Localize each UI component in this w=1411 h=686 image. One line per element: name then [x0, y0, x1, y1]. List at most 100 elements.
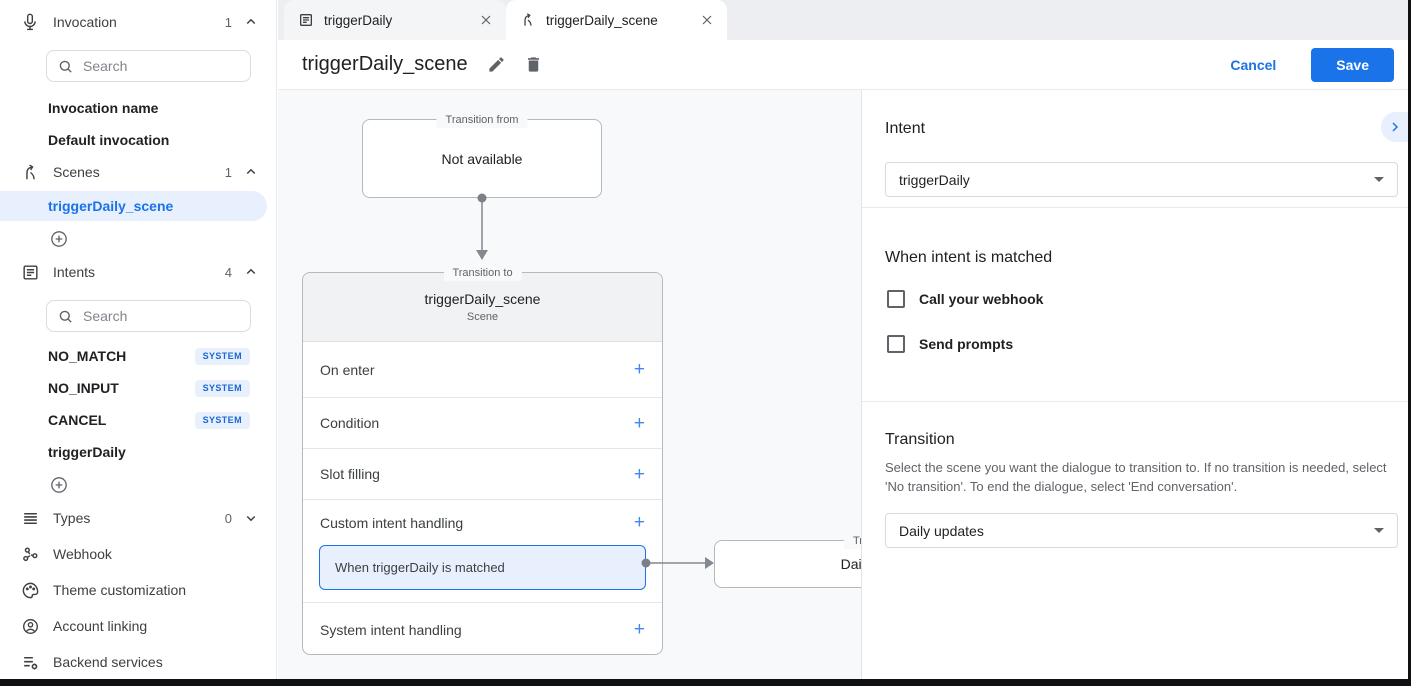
sidebar-item-default-invocation[interactable]: Default invocation: [48, 132, 170, 148]
sidebar-section-scenes[interactable]: Scenes 1: [20, 160, 260, 184]
scene-row-slot-filling[interactable]: Slot filling +: [303, 448, 662, 499]
checkbox-label: Send prompts: [919, 336, 1014, 352]
sidebar: Invocation 1 Invocation name Default inv…: [0, 0, 277, 679]
add-icon[interactable]: +: [633, 412, 645, 434]
intent-heading: Intent: [885, 120, 926, 137]
intent-row-no-match[interactable]: NO_MATCH SYSTEM: [48, 345, 250, 367]
collapse-panel-button[interactable]: [1381, 112, 1408, 142]
close-icon[interactable]: [478, 12, 494, 28]
scene-row-condition[interactable]: Condition +: [303, 397, 662, 448]
intent-handler-chip-selected[interactable]: When triggerDaily is matched: [319, 545, 646, 590]
transition-target-value: Daily updates: [840, 556, 861, 572]
sidebar-section-account-linking[interactable]: Account linking: [20, 614, 260, 638]
sidebar-section-theme[interactable]: Theme customization: [20, 578, 260, 602]
microphone-icon: [20, 12, 40, 32]
transition-from-box: Transition from Not available: [362, 112, 602, 198]
page-title: triggerDaily_scene: [302, 53, 468, 75]
chevron-up-icon[interactable]: [242, 163, 260, 181]
invocation-search-input[interactable]: [83, 58, 240, 74]
delete-icon[interactable]: [524, 55, 543, 74]
tab-triggerdaily-scene[interactable]: triggerDaily_scene: [506, 0, 727, 40]
sidebar-item-triggerdaily-scene-selected[interactable]: triggerDaily_scene: [0, 191, 267, 221]
intent-row-no-input[interactable]: NO_INPUT SYSTEM: [48, 377, 250, 399]
palette-icon: [20, 580, 40, 600]
section-label: Theme customization: [53, 582, 187, 598]
add-icon[interactable]: +: [633, 359, 645, 380]
section-count: 1: [224, 164, 232, 180]
chevron-up-icon[interactable]: [242, 263, 260, 281]
intents-search-input[interactable]: [83, 308, 240, 324]
edit-icon[interactable]: [487, 55, 506, 74]
intent-row-triggerdaily[interactable]: triggerDaily: [48, 444, 126, 460]
chevron-up-icon[interactable]: [242, 13, 260, 31]
section-label: Backend services: [53, 654, 163, 670]
close-icon[interactable]: [699, 12, 715, 28]
scene-card-subtitle: Scene: [466, 311, 499, 323]
scene-card-title: triggerDaily_scene: [424, 291, 541, 307]
tab-bar: triggerDaily triggerDaily_scene: [278, 0, 1408, 40]
section-divider: [862, 401, 1408, 402]
section-label: Scenes: [53, 164, 100, 180]
title-bar: triggerDaily_scene Cancel Save: [278, 40, 1408, 90]
add-scene-button[interactable]: [49, 229, 69, 249]
transition-select-value: Daily updates: [899, 522, 984, 539]
sidebar-section-invocation[interactable]: Invocation 1: [20, 10, 260, 34]
call-webhook-checkbox-row[interactable]: Call your webhook: [887, 290, 1043, 308]
sidebar-section-intents[interactable]: Intents 4: [20, 260, 260, 284]
scene-card-header: triggerDaily_scene Scene: [303, 273, 662, 342]
webhook-icon: [20, 544, 40, 564]
sidebar-section-backend-services[interactable]: Backend services: [20, 650, 260, 674]
chevron-down-icon[interactable]: [242, 509, 260, 527]
window-bottom-edge: [0, 679, 1411, 686]
intents-search[interactable]: [46, 300, 251, 332]
intent-icon: [20, 262, 40, 282]
invocation-search[interactable]: [46, 50, 251, 82]
types-icon: [20, 508, 40, 528]
transition-target-box: Transition to Daily updates: [714, 533, 861, 588]
scene-row-on-enter[interactable]: On enter +: [320, 359, 645, 380]
sidebar-item-invocation-name[interactable]: Invocation name: [48, 100, 159, 116]
scene-icon: [520, 12, 536, 28]
add-intent-button[interactable]: [49, 475, 69, 495]
sidebar-section-webhook[interactable]: Webhook: [20, 542, 260, 566]
checkbox-unchecked[interactable]: [887, 335, 905, 353]
save-button[interactable]: Save: [1311, 47, 1394, 82]
dropdown-caret-icon: [1374, 177, 1384, 182]
send-prompts-checkbox-row[interactable]: Send prompts: [887, 335, 1013, 353]
transition-description: Select the scene you want the dialogue t…: [885, 460, 1387, 494]
system-badge: SYSTEM: [194, 411, 250, 429]
scene-node-card: Transition to triggerDaily_scene Scene O…: [302, 265, 663, 656]
add-icon[interactable]: +: [633, 463, 645, 485]
backend-services-icon: [20, 652, 40, 672]
when-matched-heading: When intent is matched: [885, 249, 1053, 266]
checkbox-label: Call your webhook: [919, 291, 1044, 307]
main-area: triggerDaily triggerDaily_scene triggerD…: [278, 0, 1408, 679]
account-icon: [20, 616, 40, 636]
intent-editor-panel: Intent triggerDaily When intent is match…: [861, 90, 1408, 679]
scene-row-custom-intent-handling: Custom intent handling + When triggerDai…: [303, 499, 662, 602]
section-label: Invocation: [53, 14, 117, 30]
intent-row-cancel[interactable]: CANCEL SYSTEM: [48, 409, 250, 431]
scene-graph-canvas[interactable]: Transition from Not available Transition…: [278, 90, 861, 679]
sidebar-section-types[interactable]: Types 0: [20, 506, 260, 530]
intent-select[interactable]: triggerDaily: [885, 162, 1398, 197]
tab-triggerdaily[interactable]: triggerDaily: [284, 0, 506, 40]
scene-icon: [20, 162, 40, 182]
cancel-button[interactable]: Cancel: [1230, 56, 1277, 73]
system-badge: SYSTEM: [194, 379, 250, 397]
intent-select-value: triggerDaily: [899, 171, 970, 188]
transition-from-value: Not available: [441, 150, 523, 167]
transition-select[interactable]: Daily updates: [885, 513, 1398, 548]
scene-row-system-intent-handling[interactable]: System intent handling +: [303, 602, 662, 656]
transition-target-legend: Transition to: [843, 533, 861, 549]
transition-from-legend: Transition from: [436, 112, 528, 128]
dropdown-caret-icon: [1374, 528, 1384, 533]
section-count: 0: [224, 510, 232, 526]
section-label: Types: [53, 510, 91, 526]
checkbox-unchecked[interactable]: [887, 290, 905, 308]
add-icon[interactable]: +: [633, 512, 645, 533]
section-count: 1: [224, 14, 232, 30]
add-icon[interactable]: +: [633, 619, 645, 640]
section-count: 4: [224, 264, 232, 280]
transition-to-legend: Transition to: [443, 265, 522, 281]
